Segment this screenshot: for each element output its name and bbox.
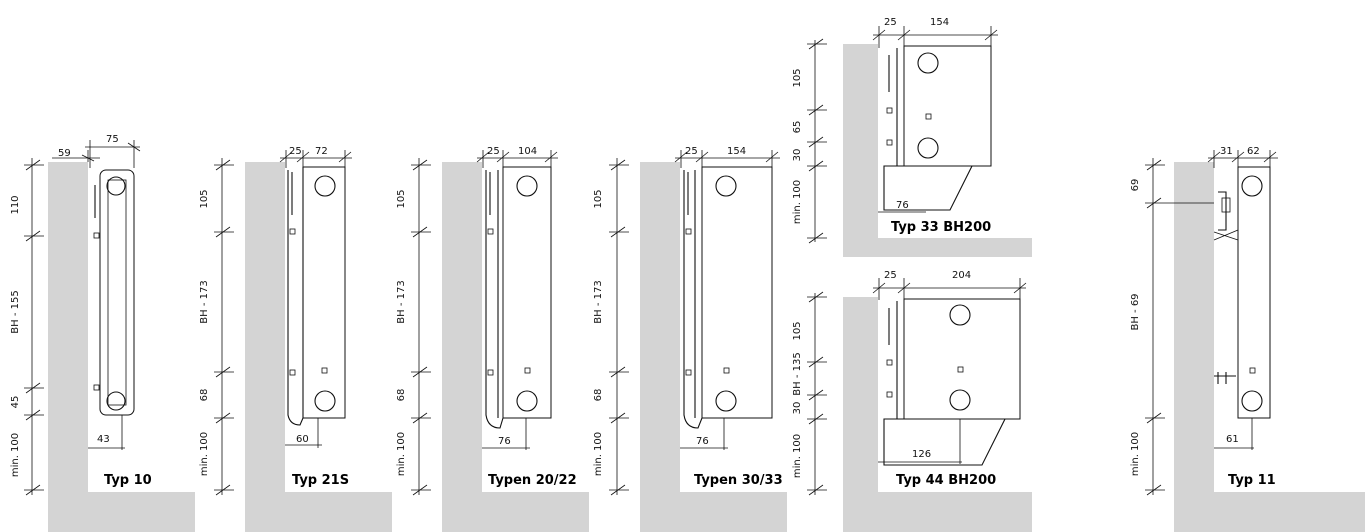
wall — [640, 162, 787, 532]
wall — [442, 162, 589, 532]
wall — [1174, 162, 1365, 532]
dim-floor: min. 100 — [396, 432, 407, 476]
label-typ-11: Typ 11 — [1228, 473, 1276, 488]
diagram-typ-33-bh200: 25 154 105 65 30 min. 100 76 Typ 33 BH20… — [792, 17, 1032, 257]
label-typ-21s: Typ 21S — [292, 473, 349, 488]
wall — [245, 162, 392, 532]
dim-top: 110 — [10, 195, 21, 214]
radiator-typen-30-33 — [683, 166, 773, 429]
diagram-typ-44-bh200: 25 204 105 BH - 135 30 min. 100 126 Typ … — [792, 270, 1032, 532]
dim-bh: BH - 135 — [792, 352, 803, 395]
dim-bottom: 68 — [199, 389, 210, 402]
dim-bh: BH - 173 — [199, 280, 210, 323]
dim-depth: 154 — [930, 17, 949, 28]
dim-wall-gap: 126 — [912, 449, 931, 460]
radiator-typ-33-bh200 — [883, 45, 992, 211]
dim-bh: BH - 173 — [396, 280, 407, 323]
radiator-typ-21s — [287, 166, 346, 426]
dim-width-offset: 25 — [487, 146, 500, 157]
dim-top: 105 — [199, 189, 210, 208]
dim-wall-gap: 76 — [696, 436, 709, 447]
dim-wall-gap: 76 — [498, 436, 511, 447]
dim-mid: 65 — [792, 121, 803, 134]
dim-width-offset: 25 — [289, 146, 302, 157]
radiator-typen-20-22 — [485, 166, 552, 429]
dim-floor: min. 100 — [792, 180, 803, 224]
dim-depth: 204 — [952, 270, 971, 281]
dim-wall-gap: 61 — [1226, 434, 1239, 445]
dim-depth: 75 — [106, 134, 119, 145]
dim-bh: BH - 173 — [593, 280, 604, 323]
dim-top: 105 — [792, 321, 803, 340]
dim-width-offset: 25 — [685, 146, 698, 157]
dim-bh: BH - 155 — [10, 290, 21, 333]
wall — [843, 44, 1032, 257]
dim-wall-gap: 76 — [896, 200, 909, 211]
diagram-typen-20-22: 25 104 105 BH - 173 68 min. 100 76 Typen… — [396, 146, 589, 532]
radiator-typ-44-bh200 — [883, 298, 1021, 466]
dim-depth: 62 — [1247, 146, 1260, 157]
diagram-typ-10: 59 75 110 BH - 155 45 min. 100 43 Typ 10 — [10, 134, 195, 532]
dim-bottom: 68 — [396, 389, 407, 402]
diagram-typ-11: 31 62 69 BH - 69 min. 100 61 Typ 11 — [1130, 146, 1365, 532]
dim-floor: min. 100 — [199, 432, 210, 476]
diagram-typ-21s: 25 72 105 BH - 173 68 min. 100 60 Typ 21… — [199, 146, 392, 532]
dim-bottom: 30 — [792, 402, 803, 415]
dim-floor: min. 100 — [10, 433, 21, 477]
label-typen-30-33: Typen 30/33 — [694, 473, 783, 488]
dim-bottom: 68 — [593, 389, 604, 402]
dim-width-offset: 59 — [58, 148, 71, 159]
label-typ-44-bh200: Typ 44 BH200 — [896, 473, 996, 488]
wall — [48, 162, 195, 532]
dim-bottom: 30 — [792, 149, 803, 162]
dim-width-offset: 25 — [884, 17, 897, 28]
label-typen-20-22: Typen 20/22 — [488, 473, 577, 488]
dim-bottom: 45 — [10, 396, 21, 409]
dim-top: 69 — [1130, 179, 1141, 192]
radiator-typ-11 — [1213, 166, 1271, 419]
dim-width-offset: 31 — [1220, 146, 1233, 157]
radiator-typ-10 — [93, 169, 135, 416]
dim-depth: 104 — [518, 146, 537, 157]
dim-floor: min. 100 — [593, 432, 604, 476]
dim-floor: min. 100 — [792, 434, 803, 478]
dim-depth: 72 — [315, 146, 328, 157]
dim-wall-gap: 60 — [296, 434, 309, 445]
dim-depth: 154 — [727, 146, 746, 157]
dim-wall-gap: 43 — [97, 434, 110, 445]
dim-width-offset: 25 — [884, 270, 897, 281]
dim-floor: min. 100 — [1130, 432, 1141, 476]
wall — [843, 297, 1032, 532]
dim-top: 105 — [396, 189, 407, 208]
dim-top: 105 — [792, 68, 803, 87]
label-typ-10: Typ 10 — [104, 473, 152, 488]
dim-bh: BH - 69 — [1130, 293, 1141, 330]
label-typ-33-bh200: Typ 33 BH200 — [891, 220, 991, 235]
diagram-typen-30-33: 25 154 105 BH - 173 68 min. 100 76 Typen… — [593, 146, 787, 532]
dim-top: 105 — [593, 189, 604, 208]
